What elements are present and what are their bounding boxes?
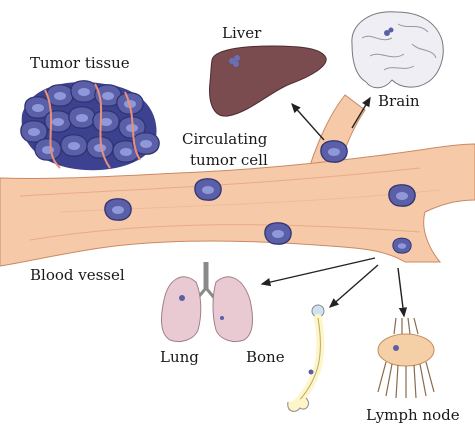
tumor-tissue: [21, 81, 159, 170]
tumor-cell-icon: [47, 85, 73, 106]
label-lymph-node: Lymph node: [366, 406, 460, 424]
lymph-node-icon: [378, 318, 434, 398]
bone-icon: [288, 305, 324, 411]
label-bone: Bone: [246, 348, 285, 366]
tumor-cell-icon: [393, 238, 411, 253]
label-circulating-line2: tumor cell: [190, 151, 268, 169]
label-circulating-line1: Circulating: [182, 130, 268, 148]
arrow-icon: [292, 104, 324, 140]
tumor-cell-icon: [321, 141, 347, 162]
tumor-cell-icon: [389, 185, 415, 206]
tumor-cell-icon: [105, 199, 131, 220]
tumor-cell-icon: [195, 179, 221, 200]
liver-icon: [210, 46, 327, 116]
label-lung: Lung: [160, 348, 199, 366]
tumor-cell-icon: [35, 139, 61, 160]
tumor-cell-icon: [71, 81, 97, 102]
tumor-cell-icon: [265, 223, 291, 244]
tumor-cell-icon: [93, 111, 119, 132]
tumor-cell-icon: [69, 107, 95, 128]
tumor-cell-icon: [61, 135, 87, 156]
label-blood-vessel: Blood vessel: [30, 266, 125, 284]
label-brain: Brain: [378, 92, 420, 110]
arrow-icon: [262, 258, 375, 284]
tumor-cell-icon: [45, 111, 71, 132]
label-liver: Liver: [222, 24, 262, 42]
brain-icon: [352, 12, 443, 88]
arrow-icon: [398, 268, 404, 316]
arrow-icon: [330, 265, 378, 307]
lung-icon: [162, 262, 253, 342]
label-tumor-tissue: Tumor tissue: [30, 54, 130, 72]
